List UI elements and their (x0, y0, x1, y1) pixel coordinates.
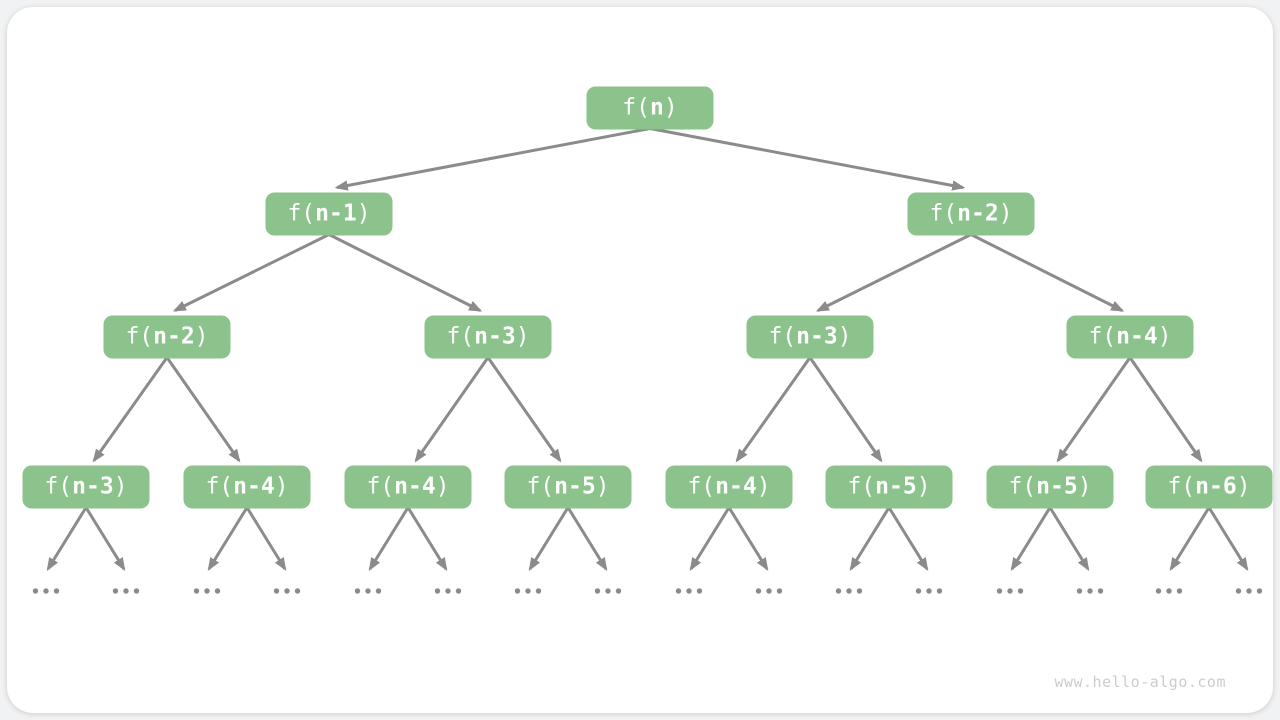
tree-node-label: f(n-2) (929, 200, 1013, 227)
tree-node: f(n-2) (103, 315, 231, 359)
tree-node: f(n-4) (344, 465, 472, 509)
tree-node-label: f(n) (622, 94, 678, 121)
tree-node-label: f(n-4) (687, 473, 771, 500)
tree-node-label: f(n-6) (1167, 473, 1251, 500)
tree-node: f(n-3) (746, 315, 874, 359)
tree-node-label: f(n-5) (847, 473, 931, 500)
tree-node-label: f(n-1) (287, 200, 371, 227)
tree-node: f(n-5) (504, 465, 632, 509)
tree-node: f(n-4) (183, 465, 311, 509)
tree-node-label: f(n-4) (205, 473, 289, 500)
tree-node: f(n-4) (665, 465, 793, 509)
tree-node-label: f(n-4) (1088, 323, 1172, 350)
tree-node-label: f(n-4) (366, 473, 450, 500)
tree-node: f(n) (586, 86, 714, 130)
tree-node-label: f(n-3) (44, 473, 128, 500)
watermark: www.hello-algo.com (1054, 673, 1226, 691)
tree-node-label: f(n-5) (526, 473, 610, 500)
diagram-card: f(n) f(n-1) f(n-2) f(n-2) f(n-3) f(n-3) … (7, 7, 1273, 713)
tree-node: f(n-2) (907, 192, 1035, 236)
tree-node: f(n-1) (265, 192, 393, 236)
recursion-tree: f(n) f(n-1) f(n-2) f(n-2) f(n-3) f(n-3) … (7, 7, 1273, 713)
tree-node: f(n-5) (825, 465, 953, 509)
tree-node: f(n-3) (424, 315, 552, 359)
tree-node-label: f(n-3) (768, 323, 852, 350)
tree-node-label: f(n-5) (1008, 473, 1092, 500)
tree-node: f(n-3) (22, 465, 150, 509)
tree-node-label: f(n-3) (446, 323, 530, 350)
tree-node: f(n-4) (1066, 315, 1194, 359)
tree-node-label: f(n-2) (125, 323, 209, 350)
tree-node: f(n-6) (1145, 465, 1273, 509)
tree-node: f(n-5) (986, 465, 1114, 509)
